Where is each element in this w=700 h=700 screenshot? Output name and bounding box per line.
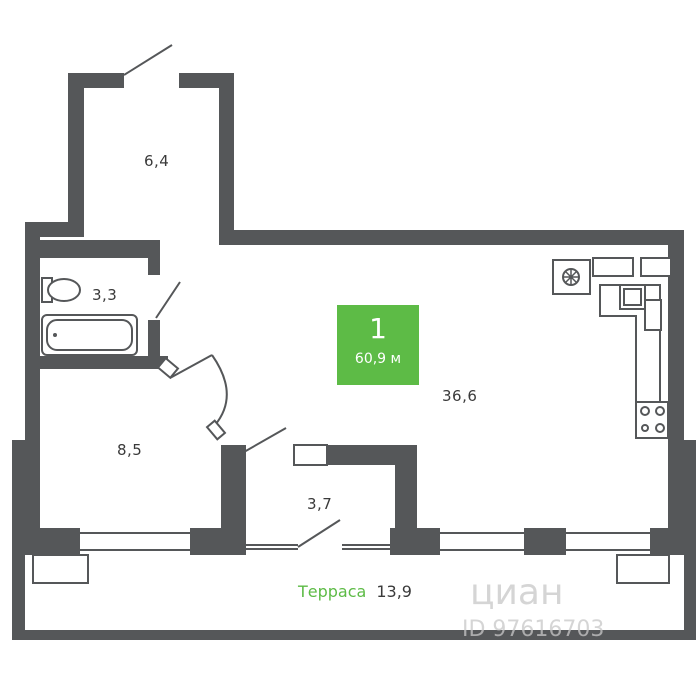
corridor-right-wall bbox=[219, 73, 234, 245]
bath-door-leaf bbox=[155, 281, 181, 319]
vestibule-door-leaf bbox=[243, 427, 287, 453]
main-top-wall bbox=[219, 230, 670, 245]
room-count: 1 bbox=[369, 312, 387, 345]
room-area-corridor: 6,4 bbox=[144, 152, 170, 170]
bottom-wall-seg-3 bbox=[390, 528, 440, 555]
terrace-name: Терраса bbox=[298, 582, 367, 601]
vestibule-top-wall bbox=[327, 445, 417, 465]
apartment-badge: 1 60,9 м bbox=[337, 305, 419, 385]
terrace-area: 13,9 bbox=[376, 582, 412, 601]
bath-bottom-wall bbox=[40, 356, 168, 369]
bedroom-door-leaf bbox=[169, 354, 213, 379]
corridor-left-wall bbox=[68, 73, 84, 235]
bedroom-door-arc bbox=[211, 354, 228, 426]
wall-cabinet-1 bbox=[592, 257, 634, 277]
wall-cabinet-2 bbox=[640, 257, 672, 277]
room-area-bedroom: 8,5 bbox=[117, 441, 143, 459]
terrace-left-wall bbox=[12, 440, 25, 640]
terrace-planter-right bbox=[616, 554, 670, 584]
stove-icon bbox=[635, 401, 669, 439]
sink-icon bbox=[619, 284, 662, 331]
bath-shelf-wall bbox=[40, 240, 160, 258]
terrace-planter-left bbox=[32, 554, 89, 584]
watermark-id: ID 97616703 bbox=[462, 617, 605, 642]
left-outer-wall bbox=[25, 222, 40, 555]
bathtub-icon bbox=[41, 314, 138, 356]
room-area-bathroom: 3,3 bbox=[92, 286, 118, 304]
vestibule-right-wall bbox=[395, 445, 417, 555]
terrace-door-leaf bbox=[297, 519, 341, 548]
vestibule-shelf bbox=[293, 444, 328, 466]
bottom-wall-seg-4 bbox=[524, 528, 566, 555]
bedroom-door-post bbox=[205, 419, 227, 441]
total-area: 60,9 м bbox=[354, 351, 402, 367]
bath-right-wall-top bbox=[148, 240, 160, 275]
room-area-vestibule: 3,7 bbox=[307, 495, 333, 513]
bottom-wall-seg-5 bbox=[650, 528, 684, 555]
watermark-brand: циан bbox=[470, 572, 564, 613]
doors bbox=[123, 44, 341, 548]
room-area-living-kitchen: 36,6 bbox=[442, 387, 478, 405]
toilet-icon bbox=[41, 277, 81, 303]
entry-door-leaf bbox=[123, 44, 173, 76]
bottom-wall-seg-1 bbox=[25, 528, 80, 555]
bath-door-post bbox=[156, 356, 180, 380]
right-outer-wall bbox=[668, 230, 684, 555]
bottom-wall-seg-2 bbox=[190, 528, 246, 555]
terrace-right-wall bbox=[684, 440, 696, 640]
corridor-top-wall-left bbox=[68, 73, 124, 88]
terrace-bottom-wall bbox=[12, 630, 696, 640]
fan-icon bbox=[562, 268, 580, 286]
terrace-label: Терраса 13,9 bbox=[298, 582, 412, 601]
bath-right-wall-bottom bbox=[148, 320, 160, 365]
windows bbox=[80, 532, 650, 551]
